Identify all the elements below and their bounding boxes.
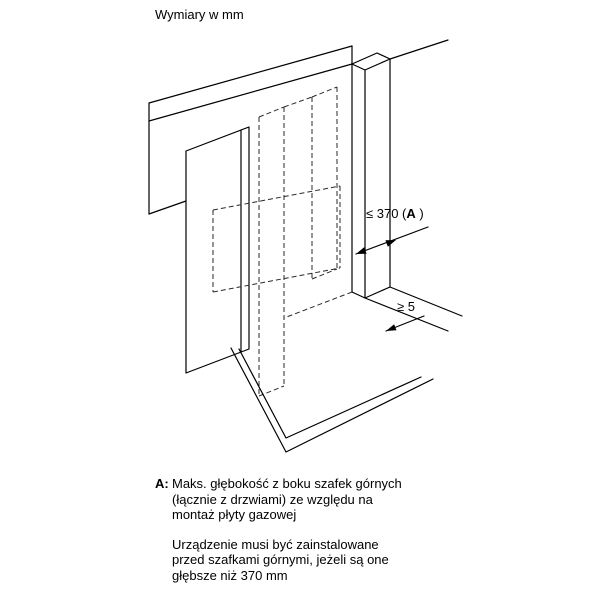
page-title: Wymiary w mm (155, 7, 244, 22)
paragraph-gap (172, 523, 402, 537)
note-line: głębsze niż 370 mm (172, 567, 288, 583)
note-line: przed szafkami górnymi, jeżeli są one (172, 552, 389, 567)
right-cabinet-panel (351, 45, 463, 332)
left-cabinet-panel (185, 126, 250, 374)
note-a: A: Maks. głębokość z boku szafek górnych… (155, 476, 485, 583)
note-a-label: A: (155, 476, 169, 491)
note-line: (łącznie z drzwiami) ze względu na (172, 491, 373, 507)
dimension-gap-label: ≥ 5 (397, 299, 415, 314)
countertop-outline (230, 347, 434, 453)
note-line: Maks. głębokość z boku szafek górnych (172, 476, 402, 491)
wall-lines (148, 39, 449, 215)
notes: A: Maks. głębokość z boku szafek górnych… (155, 476, 485, 583)
dimension-depth-arrow (355, 226, 429, 255)
note-line: montaż płyty gazowej (172, 507, 297, 522)
note-a-body: Maks. głębokość z boku szafek górnych (ł… (172, 476, 402, 583)
note-line: Urządzenie musi być zainstalowane (172, 536, 379, 552)
dimension-gap-arrow (385, 315, 425, 332)
dimension-depth-label: ≤ 370 (A ) (366, 206, 424, 221)
